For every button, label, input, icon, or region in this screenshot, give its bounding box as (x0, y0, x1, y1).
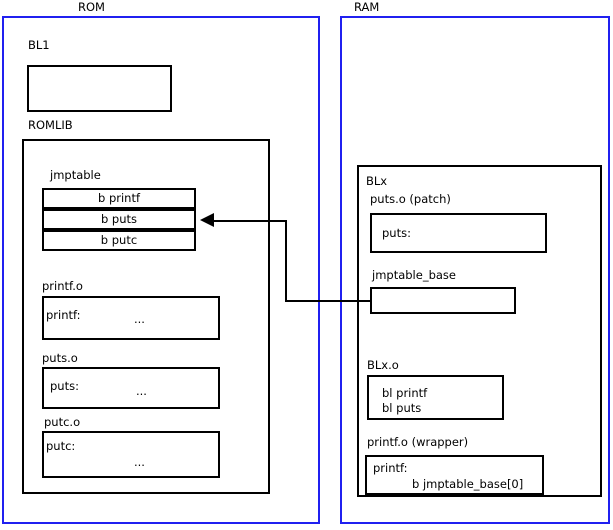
blx-o-box: bl printf bl puts (367, 375, 504, 420)
blx-o-label: BLx.o (367, 358, 399, 372)
printf-o-box: printf: ... (42, 296, 220, 340)
bl1-box (27, 65, 172, 112)
connector-segment-lower (285, 300, 371, 302)
rom-region (2, 16, 320, 524)
romlib-label: ROMLIB (28, 118, 73, 132)
putc-o-box: putc: ... (42, 431, 220, 478)
blx-o-line-0: bl printf (382, 386, 428, 400)
puts-o-label: puts.o (42, 351, 78, 365)
puts-o-body: ... (136, 384, 147, 398)
bl1-label: BL1 (28, 38, 50, 52)
printf-wrapper-label: printf.o (wrapper) (367, 435, 469, 449)
printf-o-symbol: printf: (46, 308, 81, 322)
putc-o-symbol: putc: (46, 439, 76, 453)
puts-patch-box: puts: (370, 213, 547, 253)
jmptable-label: jmptable (50, 168, 101, 182)
printf-wrapper-box: printf: b jmptable_base[0] (365, 455, 544, 495)
jmptable-entry-2: b putc (42, 230, 196, 251)
jmptable-entry-1: b puts (42, 209, 196, 230)
jmptable-base-label: jmptable_base (372, 268, 456, 282)
putc-o-label: putc.o (44, 415, 81, 429)
blx-label: BLx (366, 174, 388, 188)
puts-patch-label: puts.o (patch) (370, 192, 451, 206)
jmptable-entry-0: b printf (42, 188, 196, 209)
puts-o-symbol: puts: (50, 379, 79, 393)
connector-segment-upper (213, 220, 286, 222)
jmptable-base-box (370, 287, 516, 314)
rom-region-label: ROM (78, 0, 105, 14)
blx-o-line-1: bl puts (382, 401, 422, 415)
printf-wrapper-symbol: printf: (373, 461, 408, 475)
putc-o-body: ... (134, 455, 145, 469)
ram-region-label: RAM (354, 0, 380, 14)
printf-o-label: printf.o (42, 279, 83, 293)
connector-arrowhead-icon (200, 213, 214, 227)
connector-segment-vertical (285, 220, 287, 301)
puts-o-box: puts: ... (42, 367, 220, 409)
printf-o-body: ... (134, 312, 145, 326)
ram-region (340, 16, 610, 524)
puts-patch-symbol: puts: (382, 226, 411, 240)
printf-wrapper-instruction: b jmptable_base[0] (412, 477, 524, 491)
